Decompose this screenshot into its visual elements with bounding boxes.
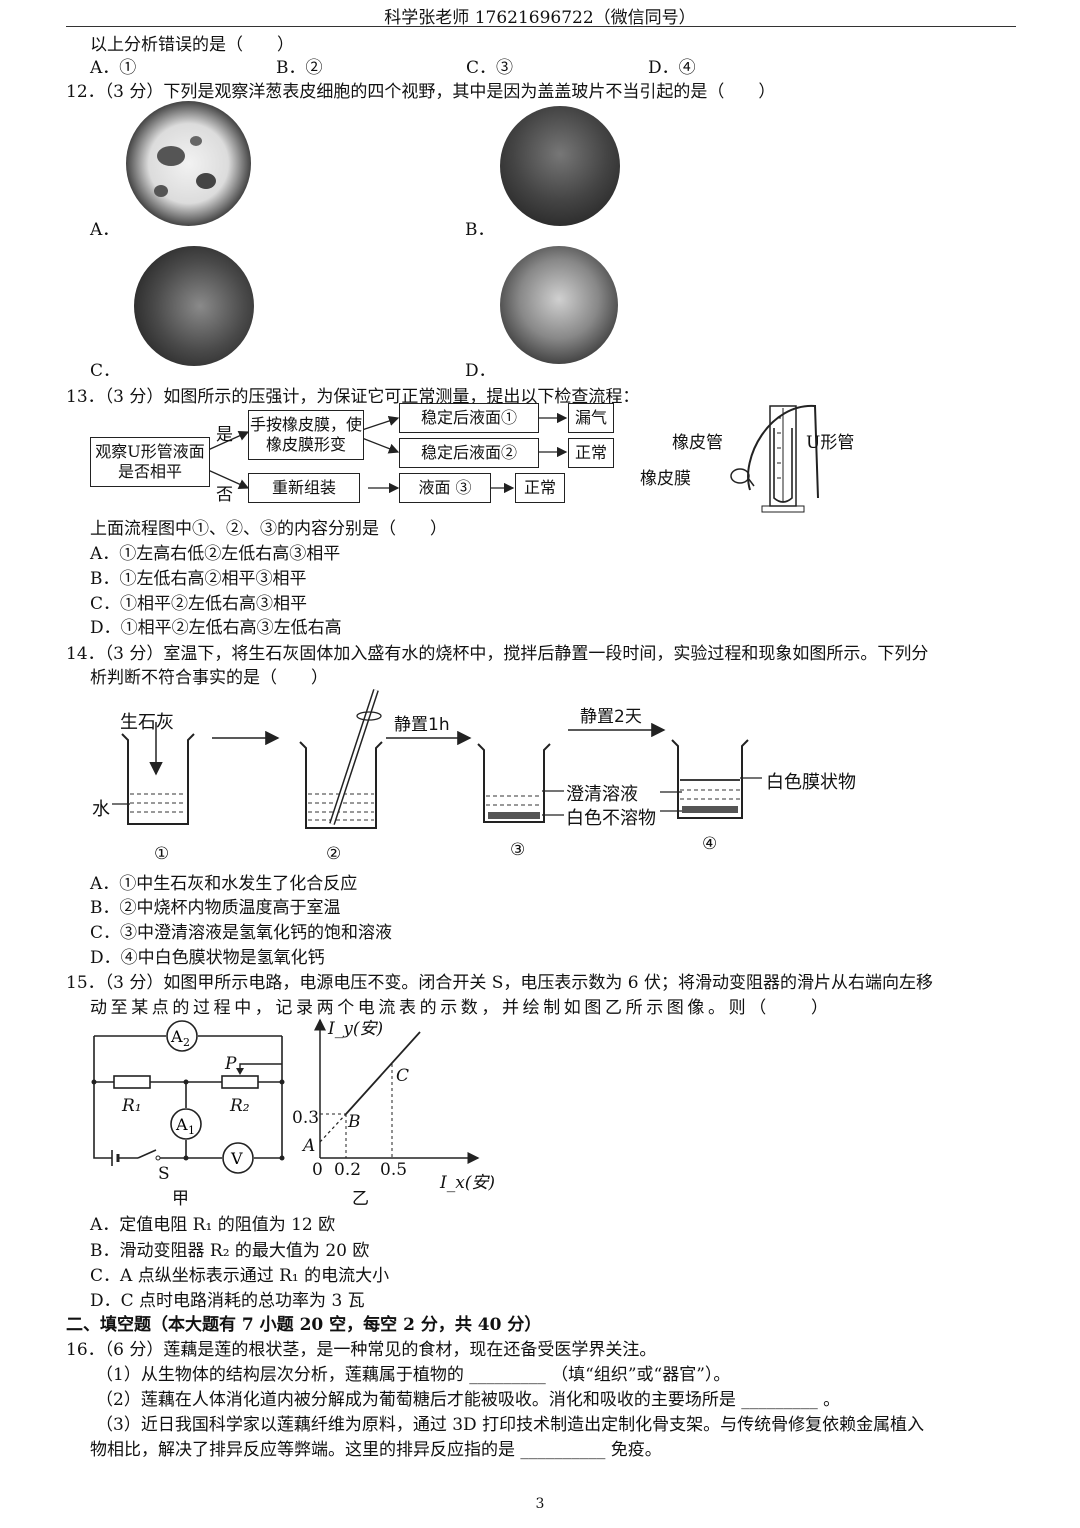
q14-option-a: A．①中生石灰和水发生了化合反应: [90, 874, 358, 894]
svg-text:2: 2: [183, 1036, 190, 1049]
flow-box-normal2: 正常: [515, 473, 565, 503]
q15-option-a: A．定值电阻 R₁ 的阻值为 12 欧: [90, 1215, 336, 1235]
q15-option-c: C．A 点纵坐标表示通过 R₁ 的电流大小: [90, 1266, 390, 1286]
flow-label-no: 否: [216, 485, 233, 505]
q11-option-c: C．③: [466, 58, 514, 78]
label-rest-2d: 静置2天: [580, 707, 642, 727]
label-rubber-tube: 橡皮管: [672, 433, 723, 453]
graph-x-label: I_x(安): [440, 1173, 496, 1193]
q13-option-a: A．①左高右低②左低右高③相平: [90, 544, 341, 564]
microscope-view-d: [500, 246, 618, 364]
graph-origin: 0: [312, 1160, 323, 1180]
beaker-label-4: ④: [702, 834, 718, 854]
q14-option-c: C．③中澄清溶液是氢氧化钙的饱和溶液: [90, 923, 393, 943]
svg-text:A: A: [175, 1115, 188, 1134]
q16-part-3-line2: 物相比，解决了排异反应等弊端。这里的排异反应指的是 __________ 免疫。: [90, 1440, 662, 1460]
pressure-gauge-figure: [730, 404, 819, 513]
q15-stem-line1: 15．（3 分）如图甲所示电路，电源电压不变。闭合开关 S，电压表示数为 6 伏…: [66, 973, 934, 993]
q14-stem-line2: 析判断不符合事实的是（ ）: [90, 668, 328, 688]
q16-part-2: （2）莲藕在人体消化道内被分解成为葡萄糖后才能被吸收。消化和吸收的主要场所是 _…: [96, 1390, 841, 1410]
label-slider-p: P: [225, 1054, 237, 1074]
graph-x-tick-0.5: 0.5: [380, 1160, 408, 1180]
graph-point-c: C: [396, 1066, 410, 1086]
flow-label-yes: 是: [216, 425, 233, 445]
beaker-label-2: ②: [326, 844, 342, 864]
label-quicklime: 生石灰: [120, 712, 174, 733]
q14-option-d: D．④中白色膜状物是氢氧化钙: [90, 948, 325, 968]
q16-part-1: （1）从生物体的结构层次分析，莲藕属于植物的 _________ （填“组织”或…: [96, 1365, 731, 1385]
q12-option-c: C．: [90, 361, 121, 381]
graph-point-a: A: [303, 1136, 316, 1156]
section-title-fill-in: 二、填空题（本大题有 7 小题 20 空，每空 2 分，共 40 分）: [66, 1315, 542, 1335]
q14-beaker-figure: [112, 689, 762, 829]
page-number: 3: [535, 1496, 545, 1512]
label-r1: R₁: [122, 1096, 142, 1116]
circuit-caption: 甲: [172, 1189, 189, 1209]
label-white-film: 白色膜状物: [766, 772, 856, 793]
graph-point-b: B: [348, 1112, 361, 1132]
q14-option-b: B．②中烧杯内物质温度高于室温: [90, 898, 341, 918]
beaker-label-1: ①: [154, 844, 170, 864]
q11-option-d: D．④: [648, 58, 696, 78]
flow-box-stable2: 稳定后液面②: [399, 438, 539, 468]
graph-caption: 乙: [352, 1189, 369, 1209]
q16-stem: 16．（6 分）莲藕是莲的根状茎，是一种常见的食材，现在还备受医学界关注。: [66, 1340, 657, 1360]
q12-option-b: B．: [465, 220, 495, 240]
beaker-label-3: ③: [510, 840, 526, 860]
label-clear-solution: 澄清溶液: [566, 784, 638, 805]
svg-text:1: 1: [188, 1124, 195, 1137]
q13-question: 上面流程图中①、②、③的内容分别是（ ）: [90, 519, 447, 539]
flow-box-reassemble: 重新组装: [248, 473, 360, 503]
flow-box-leak: 漏气: [568, 403, 614, 433]
flow-box-stable1: 稳定后液面①: [399, 403, 539, 433]
label-switch-s: S: [158, 1164, 170, 1184]
microscope-view-c: [134, 246, 254, 366]
q13-option-c: C．①相平②左低右高③相平: [90, 594, 308, 614]
label-r2: R₂: [230, 1096, 250, 1116]
header-rule: [66, 26, 1016, 27]
q11-option-b: B．②: [276, 58, 323, 78]
q13-flowchart-arrows: [207, 412, 568, 494]
page-header: 科学张老师 17621696722（微信同号）: [384, 8, 696, 28]
svg-text:V: V: [230, 1149, 243, 1168]
q12-option-a: A．: [90, 220, 120, 240]
flow-box-observe: 观察U形管液面是否相平: [90, 437, 210, 487]
graph-y-label: I_y(安): [328, 1019, 384, 1039]
label-rest-1h: 静置1h: [394, 715, 450, 735]
flow-box-liquid3: 液面 ③: [399, 473, 491, 503]
flow-box-normal1: 正常: [568, 438, 614, 468]
q15-option-d: D．C 点时电路消耗的总功率为 3 瓦: [90, 1291, 365, 1311]
q13-stem: 13．（3 分）如图所示的压强计，为保证它可正常测量，提出以下检查流程：: [66, 387, 640, 407]
q14-stem-line1: 14．（3 分）室温下，将生石灰固体加入盛有水的烧杯中，搅拌后静置一段时间，实验…: [66, 644, 929, 664]
flow-box-press: 手按橡皮膜，使橡皮膜形变: [248, 410, 364, 460]
label-rubber-membrane: 橡皮膜: [640, 469, 691, 489]
graph-x-tick-0.2: 0.2: [334, 1160, 362, 1180]
q12-stem: 12．（3 分）下列是观察洋葱表皮细胞的四个视野，其中是因为盖盖玻片不当引起的是…: [66, 82, 776, 102]
label-water: 水: [92, 799, 110, 820]
microscope-view-a: [126, 101, 251, 226]
q12-option-d: D．: [465, 361, 496, 381]
svg-text:A: A: [170, 1027, 183, 1046]
q11-stem: 以上分析错误的是（ ）: [90, 35, 294, 55]
q13-option-b: B．①左低右高②相平③相平: [90, 569, 307, 589]
q16-part-3-line1: （3）近日我国科学家以莲藕纤维为原料，通过 3D 打印技术制造出定制化骨支架。与…: [96, 1415, 925, 1435]
view-a-bubbles: [154, 136, 216, 197]
label-u-tube: U形管: [806, 433, 855, 453]
graph-y-tick: 0.3: [292, 1108, 320, 1128]
microscope-view-b: [500, 106, 620, 226]
q15-current-graph: [314, 1018, 480, 1164]
q11-option-a: A．①: [90, 58, 137, 78]
q15-stem-line2: 动至某点的过程中，记录两个电流表的示数，并绘制如图乙所示图像。则（ ）: [90, 998, 832, 1018]
q15-option-b: B．滑动变阻器 R₂ 的最大值为 20 欧: [90, 1241, 370, 1261]
label-white-insoluble: 白色不溶物: [566, 808, 656, 829]
q13-option-d: D．①相平②左低右高③左低右高: [90, 618, 342, 638]
